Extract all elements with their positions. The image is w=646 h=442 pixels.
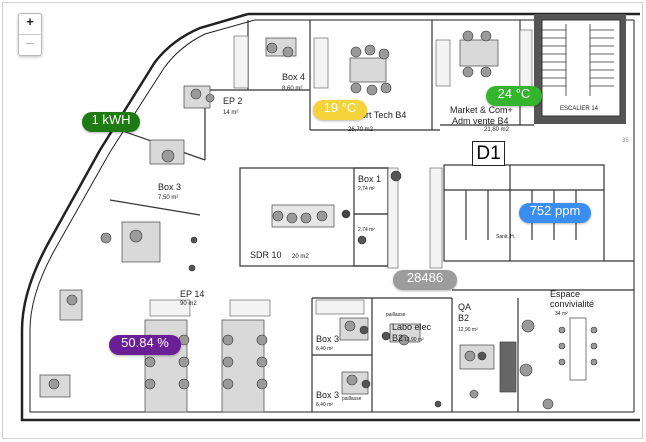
room-escalier-name: ESCALIER 14 (560, 106, 599, 112)
room-sdr10-name: SDR 10 (250, 250, 282, 260)
building-walls (20, 12, 640, 422)
sensor-energy-badge[interactable]: 1 kWH (82, 112, 140, 132)
room-box3a-name: Box 3 (158, 182, 181, 192)
room-labo-name: Labo elec (392, 322, 432, 332)
room-box1-area: 2,74 m² (358, 186, 375, 192)
room-sdr10-area: 20 m2 (292, 254, 309, 260)
room-ep2-name: EP 2 (223, 96, 242, 106)
room-d1-label: D1 (472, 141, 505, 166)
room-ep14-area: 90 m2 (180, 301, 197, 307)
zoom-in-button[interactable]: + (26, 14, 34, 29)
room-market-area: 21,80 m2 (484, 127, 510, 133)
sensor-temp-support-badge[interactable]: 19 °C (313, 100, 367, 120)
room-sanit-name: Sanit. H. (496, 234, 515, 240)
zoom-out-button[interactable]: – (19, 34, 41, 55)
room-espace-name2: convivialité (550, 299, 594, 309)
room-box4-area: 8,60 m² (282, 86, 302, 92)
room-box4-name: Box 4 (282, 72, 305, 82)
desks (39, 37, 587, 413)
room-support-area: 26,70 m2 (348, 127, 374, 133)
room-ep14-name: EP 14 (180, 289, 204, 299)
room-espace-name: Espace (550, 289, 580, 299)
room-box3b-name: Box 3 (316, 334, 339, 344)
sensor-counter-badge[interactable]: 28486 (393, 270, 457, 290)
room-labo-name2: B2 (392, 333, 403, 343)
staircase (534, 14, 626, 124)
zoom-control: + – (18, 13, 42, 56)
room-espace-area: 34 m² (555, 311, 568, 317)
room-market-name2: Adm vente B4 (452, 116, 509, 126)
room-qa-name2: B2 (458, 313, 469, 323)
room-paillasse-label-2: paillasse (342, 396, 362, 402)
room-box3c-name: Box 3 (316, 390, 339, 400)
room-labels: EP 2 14 m² Box 4 8,60 m² Support Tech B4… (158, 72, 629, 408)
grid-number-label: 35 (622, 138, 629, 144)
room-ep2-area: 14 m² (223, 110, 238, 116)
room-paillasse-label: paillasse (386, 312, 406, 318)
sensor-humidity-badge[interactable]: 50.84 % (109, 335, 181, 355)
room-box2-area: 2,74 m² (358, 227, 375, 233)
room-box3a-area: 7,50 m² (158, 195, 178, 201)
room-qa-area: 12,90 m² (458, 327, 478, 333)
room-qa-name: QA (458, 302, 471, 312)
windows (149, 29, 533, 317)
room-market-name: Market & Com+ (450, 105, 513, 115)
room-box1-name: Box 1 (358, 174, 381, 184)
sensor-co2-badge[interactable]: 752 ppm (519, 203, 591, 223)
room-box3c-area: 6,40 m² (316, 402, 333, 408)
room-support-name: Support Tech B4 (340, 110, 406, 120)
room-box3b-area: 6,40 m² (316, 346, 333, 352)
room-labo-area: 12,90 m² (404, 337, 424, 343)
sensor-temp-market-badge[interactable]: 24 °C (486, 86, 542, 106)
